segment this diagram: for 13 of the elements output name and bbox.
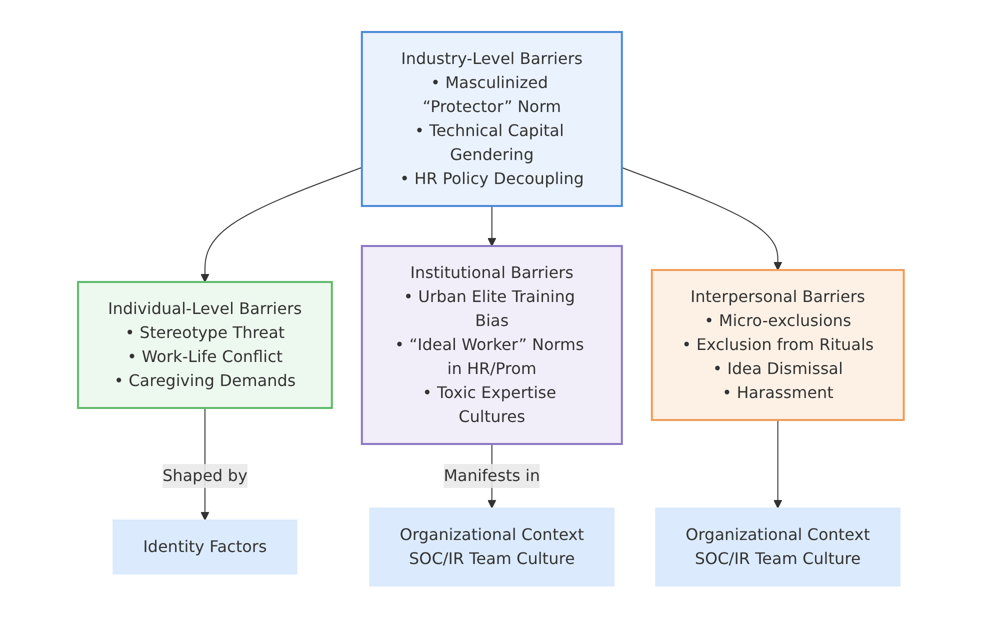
node-box: Organizational Context SOC/IR Team Culture bbox=[655, 508, 901, 586]
arrow bbox=[200, 166, 362, 282]
node-box: Organizational Context SOC/IR Team Culture bbox=[369, 508, 615, 586]
node-box: Institutional Barriers • Urban Elite Training Bias • “Ideal Worker” Norms in HR/Prom • Toxic Expertise Cultures bbox=[360, 245, 623, 445]
node-box: Individual-Level Barriers • Stereotype Threat • Work-Life Conflict • Caregiving Demands bbox=[77, 281, 333, 409]
node-box: Identity Factors bbox=[112, 520, 298, 574]
node-box: Industry-Level Barriers • Masculinized “Protector” Norm • Technical Capital Gendering • HR Policy Decoupling bbox=[360, 31, 623, 207]
edge-label: Manifests in bbox=[444, 466, 540, 485]
arrow bbox=[488, 206, 496, 246]
node-box: Interpersonal Barriers • Micro-exclusions • Exclusion from Rituals • Idea Dismissal • Harassment bbox=[650, 269, 905, 421]
arrow bbox=[621, 167, 782, 270]
arrow bbox=[774, 420, 782, 508]
edge-label: Shaped by bbox=[162, 466, 248, 485]
